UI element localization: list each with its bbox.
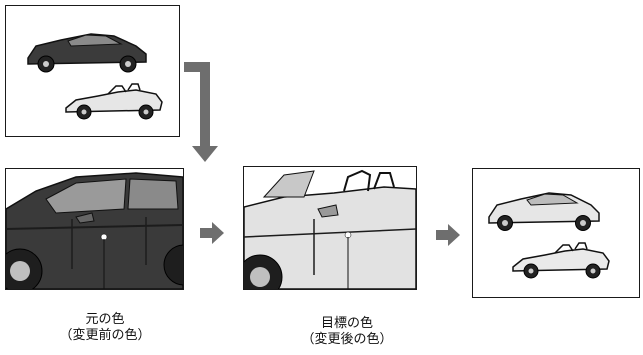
target-color-label-line1: 目標の色 xyxy=(320,316,373,331)
light-convertible-small xyxy=(65,83,163,120)
dark-sedan-small xyxy=(27,33,147,73)
original-color-label: 元の色 （変更前の色） xyxy=(50,312,160,344)
right-arrow-icon xyxy=(436,224,460,246)
target-color-label-line2: （変更後の色） xyxy=(301,332,393,347)
light-sedan-small xyxy=(488,192,600,231)
original-color-label-line1: 元の色 xyxy=(85,312,125,327)
target-color-panel xyxy=(243,166,417,290)
right-arrow-icon xyxy=(200,222,224,244)
source-image-panel xyxy=(5,5,180,137)
original-color-label-line2: （変更前の色） xyxy=(59,328,151,343)
result-image-panel xyxy=(472,168,640,298)
target-color-label: 目標の色 （変更後の色） xyxy=(292,316,402,348)
original-color-panel xyxy=(5,168,184,290)
down-arrow-icon xyxy=(184,62,218,162)
light-convertible-result xyxy=(512,242,610,279)
